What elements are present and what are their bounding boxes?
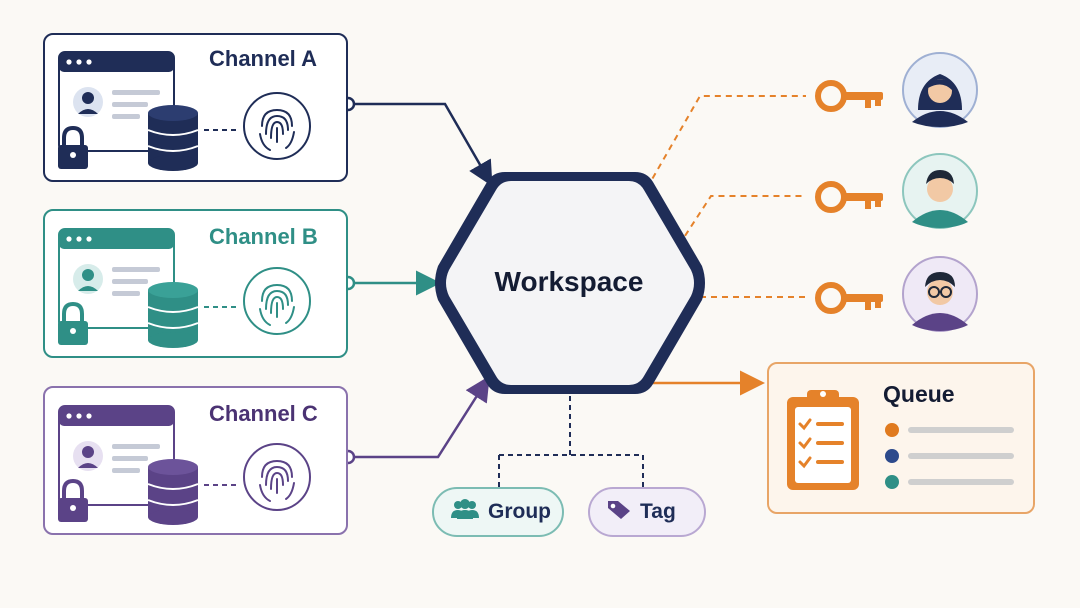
tag-icon	[606, 498, 632, 526]
key-icon	[815, 282, 883, 314]
channel-a-title: Channel A	[209, 46, 317, 71]
connector-user-2	[673, 195, 806, 251]
connector-channel-b	[340, 270, 441, 296]
connector-user-1	[641, 95, 806, 194]
connector-channel-a	[340, 96, 493, 187]
channel-b-title: Channel B	[209, 224, 318, 249]
key-icon	[815, 181, 883, 213]
workspace-label: Workspace	[494, 266, 644, 297]
queue-title: Queue	[883, 381, 955, 407]
channel-c-title: Channel C	[209, 401, 318, 426]
tag-pill[interactable]: Tag	[588, 487, 706, 537]
user-woman-avatar[interactable]	[902, 52, 978, 128]
group-icon	[450, 498, 480, 526]
group-pill[interactable]: Group	[432, 487, 564, 537]
group-label: Group	[488, 500, 551, 523]
workspace-hub[interactable]	[435, 172, 705, 394]
user-man-avatar[interactable]	[902, 153, 978, 229]
key-icon	[815, 80, 883, 112]
tag-label: Tag	[640, 500, 676, 523]
connector-tags	[498, 396, 644, 487]
user-glasses-avatar[interactable]	[902, 256, 978, 332]
connector-channel-c	[340, 375, 490, 465]
